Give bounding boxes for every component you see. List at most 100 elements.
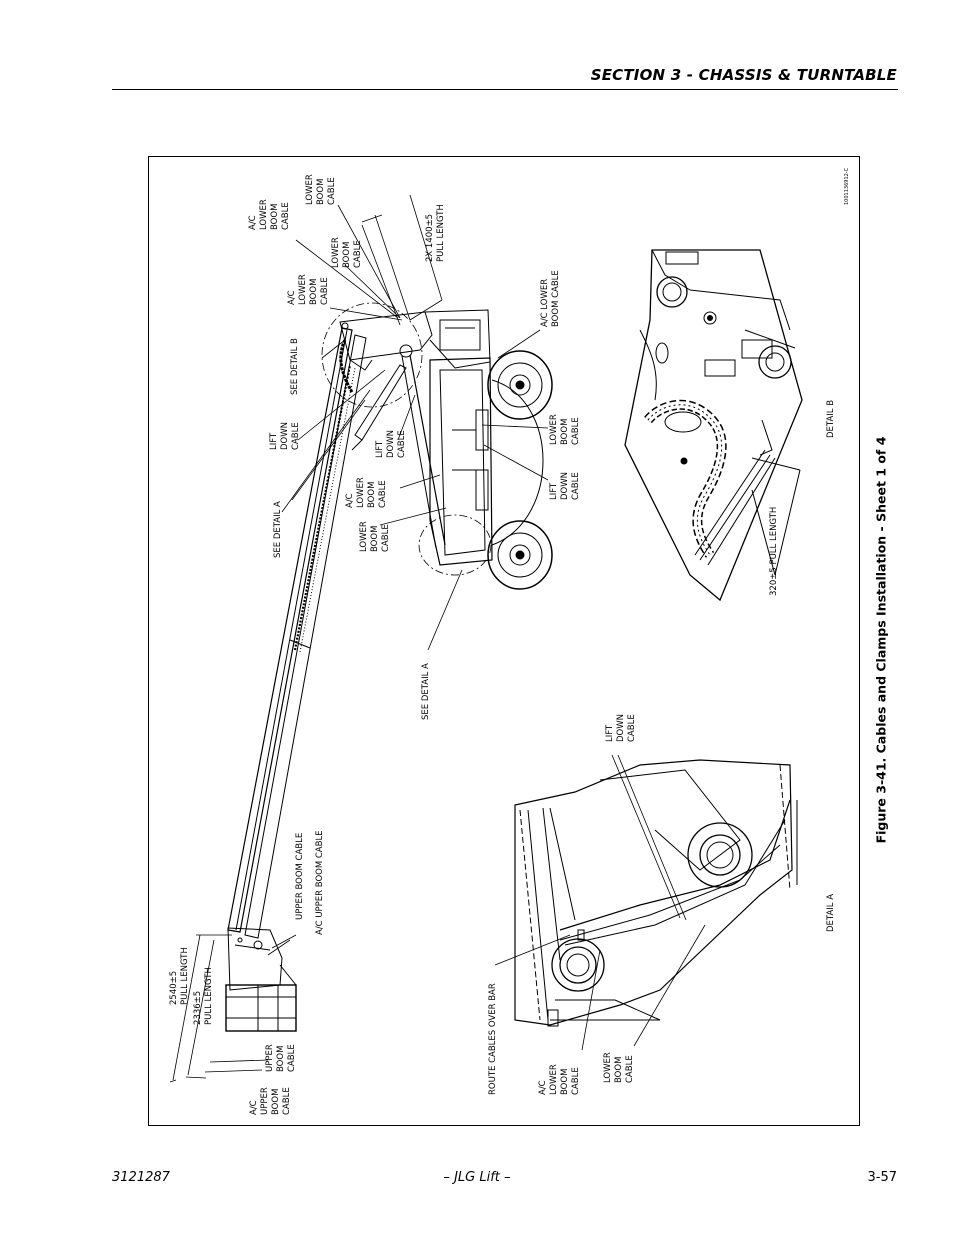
svg-text:BOOM: BOOM xyxy=(342,242,352,268)
svg-text:DOWN: DOWN xyxy=(280,422,290,450)
svg-text:BOOM: BOOM xyxy=(276,1046,286,1072)
rear-wheel-drawing xyxy=(487,520,553,590)
platform-drawing xyxy=(225,964,297,1032)
svg-text:LOWER: LOWER xyxy=(331,237,341,268)
ac-lower-boom-cable-top-label: A/C LOWER BOOM CABLE xyxy=(248,199,291,230)
pull-length-320-label: 320±5 PULL LENGTH xyxy=(769,507,779,596)
svg-text:LOWER: LOWER xyxy=(259,199,269,230)
boom-nose-drawing xyxy=(227,927,283,991)
lower-boom-cable-top-label: LOWER BOOM CABLE xyxy=(305,174,337,205)
turntable-drawing xyxy=(339,309,491,549)
svg-text:LOWER: LOWER xyxy=(549,414,559,445)
front-wheel-drawing xyxy=(487,350,553,420)
svg-text:DOWN: DOWN xyxy=(560,472,570,500)
upper-boom-cable-1-label: UPPER BOOM CABLE xyxy=(295,833,305,920)
drawing-id-label: 1001136912-C xyxy=(844,167,850,205)
svg-text:A/C: A/C xyxy=(287,290,297,305)
svg-text:CABLE: CABLE xyxy=(378,480,388,508)
svg-text:CABLE: CABLE xyxy=(353,240,363,268)
svg-text:A/C: A/C xyxy=(249,1100,259,1115)
svg-text:LOWER: LOWER xyxy=(603,1052,613,1083)
ac-lower-boom-cable-center-label: A/C LOWER BOOM CABLE xyxy=(345,477,388,508)
svg-text:BOOM: BOOM xyxy=(309,279,319,305)
svg-text:BOOM: BOOM xyxy=(271,1089,281,1115)
svg-text:A/C LOWER: A/C LOWER xyxy=(540,279,550,327)
lower-boom-cable-center-label: LOWER BOOM CABLE xyxy=(359,521,391,552)
lift-down-cable-detail-a-label: LIFT DOWN CABLE xyxy=(605,714,637,742)
figure-caption: Figure 3-41. Cables and Clamps Installat… xyxy=(873,436,889,844)
see-detail-b-label: SEE DETAIL B xyxy=(290,338,300,395)
svg-text:PULL LENGTH: PULL LENGTH xyxy=(436,204,446,262)
svg-text:CABLE: CABLE xyxy=(571,472,581,500)
svg-text:CABLE: CABLE xyxy=(282,1087,292,1115)
svg-text:DOWN: DOWN xyxy=(616,714,626,742)
detail-b-callout-circle xyxy=(321,302,423,408)
svg-text:2X 1400±5: 2X 1400±5 xyxy=(425,214,435,262)
svg-text:PULL LENGTH: PULL LENGTH xyxy=(180,947,190,1005)
pull-length-1400-label: 2X 1400±5 PULL LENGTH xyxy=(425,204,446,262)
svg-text:UPPER: UPPER xyxy=(260,1087,270,1115)
lower-boom-cable-mid-label: LOWER BOOM CABLE xyxy=(331,237,363,268)
detail-a-drawing xyxy=(494,754,798,1051)
lower-boom-cable-right-label: LOWER BOOM CABLE xyxy=(549,414,581,445)
svg-text:CABLE: CABLE xyxy=(281,202,291,230)
figure-frame xyxy=(148,156,860,1126)
detail-a-callout-circle xyxy=(418,514,492,576)
ac-lower-boom-cable-detail-a-label: A/C LOWER BOOM CABLE xyxy=(538,1064,581,1095)
svg-text:2540±5: 2540±5 xyxy=(169,971,179,1005)
svg-text:CABLE: CABLE xyxy=(571,1067,581,1095)
svg-text:LOWER: LOWER xyxy=(305,174,315,205)
svg-text:CABLE: CABLE xyxy=(397,430,407,458)
svg-text:LOWER: LOWER xyxy=(356,477,366,508)
svg-text:LOWER: LOWER xyxy=(549,1064,559,1095)
lift-down-cable-right-label: LIFT DOWN CABLE xyxy=(549,472,581,500)
page-number: 3-57 xyxy=(867,1170,897,1185)
svg-text:BOOM: BOOM xyxy=(560,419,570,445)
boom-drawing xyxy=(227,327,367,939)
svg-text:DOWN: DOWN xyxy=(386,430,396,458)
svg-text:CABLE: CABLE xyxy=(625,1055,635,1083)
svg-text:2336±5: 2336±5 xyxy=(193,991,203,1025)
leader-lines-platform xyxy=(169,934,297,1083)
svg-text:CABLE: CABLE xyxy=(327,177,337,205)
svg-text:CABLE: CABLE xyxy=(627,714,637,742)
svg-text:A/C: A/C xyxy=(248,215,258,230)
lift-down-cable-left-label: LIFT DOWN CABLE xyxy=(269,422,301,450)
svg-text:BOOM: BOOM xyxy=(270,204,280,230)
chassis-drawing xyxy=(429,357,544,566)
svg-text:BOOM: BOOM xyxy=(370,526,380,552)
ac-upper-boom-cable-1-label: A/C UPPER BOOM CABLE xyxy=(315,830,325,935)
see-detail-a-label: SEE DETAIL A xyxy=(421,663,431,720)
header-rule xyxy=(112,89,898,90)
detail-b-label: DETAIL B xyxy=(826,400,836,438)
svg-text:BOOM CABLE: BOOM CABLE xyxy=(551,270,561,327)
svg-text:CABLE: CABLE xyxy=(571,417,581,445)
svg-text:LIFT: LIFT xyxy=(605,724,615,742)
pull-length-2336-label: 2336±5 PULL LENGTH xyxy=(193,967,214,1025)
detail-a-label: DETAIL A xyxy=(826,894,836,932)
lift-down-cable-center-label: LIFT DOWN CABLE xyxy=(375,430,407,458)
footer-center-text: – JLG Lift – xyxy=(443,1170,511,1185)
svg-text:CABLE: CABLE xyxy=(320,277,330,305)
svg-text:BOOM: BOOM xyxy=(560,1069,570,1095)
svg-text:A/C: A/C xyxy=(538,1080,548,1095)
svg-text:A/C: A/C xyxy=(345,493,355,508)
svg-text:PULL LENGTH: PULL LENGTH xyxy=(204,967,214,1025)
svg-text:LIFT: LIFT xyxy=(269,432,279,450)
svg-text:CABLE: CABLE xyxy=(287,1044,297,1072)
svg-text:BOOM: BOOM xyxy=(316,179,326,205)
upper-boom-cable-2-label: UPPER BOOM CABLE xyxy=(265,1044,297,1072)
doc-number: 3121287 xyxy=(112,1170,170,1185)
svg-text:CABLE: CABLE xyxy=(291,422,301,450)
svg-text:LOWER: LOWER xyxy=(298,274,308,305)
svg-text:CABLE: CABLE xyxy=(381,524,391,552)
ac-lower-boom-cable-right-label: A/C LOWER BOOM CABLE xyxy=(540,270,561,327)
leader-lines-main xyxy=(281,194,549,651)
ac-upper-boom-cable-2-label: A/C UPPER BOOM CABLE xyxy=(249,1087,292,1115)
svg-text:UPPER: UPPER xyxy=(265,1044,275,1072)
pull-length-2540-label: 2540±5 PULL LENGTH xyxy=(169,947,190,1005)
svg-text:BOOM: BOOM xyxy=(614,1057,624,1083)
lower-boom-cable-detail-a-label: LOWER BOOM CABLE xyxy=(603,1052,635,1083)
svg-text:LOWER: LOWER xyxy=(359,521,369,552)
